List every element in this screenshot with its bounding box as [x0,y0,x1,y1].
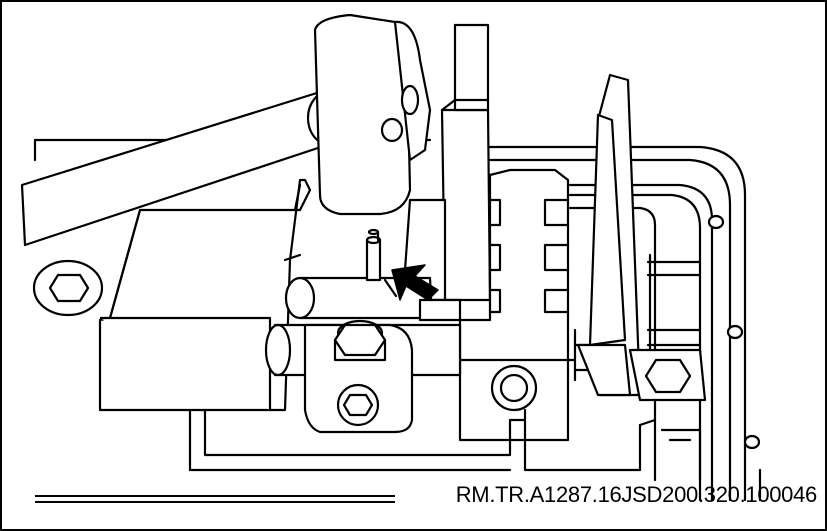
bolt-hole [743,434,761,450]
port-boss [490,364,538,412]
cover-bolt [32,259,104,317]
bolt-hole [707,214,725,230]
bolt-hole [726,324,744,340]
caption-rules [35,495,395,503]
rail-bolt [576,343,707,402]
flange-holes [707,214,761,450]
manifold-bolt [333,319,387,362]
base-frame [188,408,762,502]
valve-body [458,168,592,442]
reference-code: RM.TR.A1287.16JSD200.320.100046 [455,482,818,507]
shift-rail [588,73,642,397]
solenoid-block [98,178,312,412]
arrow-icon [383,264,439,301]
tool-body [313,13,432,216]
dowel-pin [365,228,382,282]
